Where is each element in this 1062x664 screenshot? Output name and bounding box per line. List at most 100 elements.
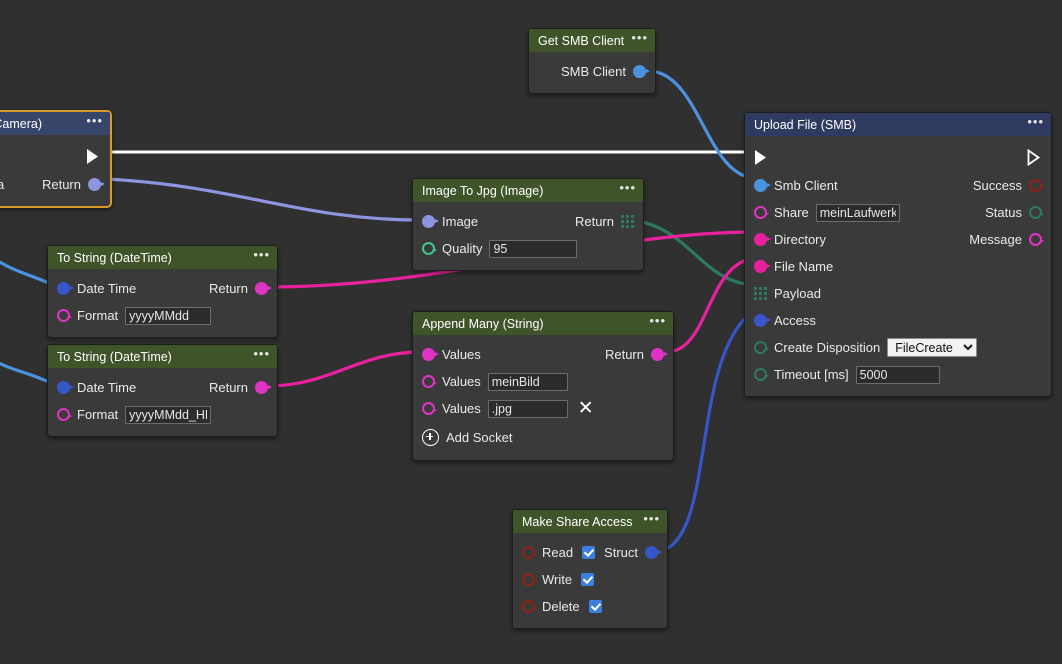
input-socket-quality[interactable] [422, 242, 437, 255]
input-socket-timeout[interactable] [754, 368, 769, 381]
input-label-quality: Quality [442, 241, 483, 256]
input-socket-date-time[interactable] [57, 282, 74, 295]
node-menu-icon[interactable]: ••• [631, 30, 648, 45]
input-socket-create-disposition[interactable] [754, 341, 769, 354]
output-label-return: Return [574, 214, 614, 229]
node-title: Image (Camera) [0, 116, 42, 131]
format-input[interactable] [125, 306, 212, 325]
node-header[interactable]: Upload File (SMB) ••• [745, 113, 1051, 136]
exec-out-icon[interactable] [1027, 148, 1042, 166]
input-socket-payload-array[interactable] [754, 287, 767, 300]
row-smb-client: Smb Client Success [745, 172, 1051, 199]
output-socket-return[interactable] [255, 282, 272, 295]
row-values-0: Values Return [413, 341, 673, 368]
timeout-input[interactable] [855, 365, 940, 384]
create-disposition-select[interactable]: FileCreateFileOpenFileOpenIfFileOverwrit… [887, 338, 978, 357]
row-delete: Delete [513, 593, 667, 620]
node-body: Camera Return [0, 135, 110, 206]
input-socket-directory[interactable] [754, 233, 771, 246]
output-label-return: Return [208, 281, 248, 296]
node-body: Values Return Values Values ✕ Add Socket [413, 335, 673, 460]
output-socket-success[interactable] [1029, 179, 1044, 192]
node-make-share-access[interactable]: Make Share Access ••• Read Struct Write … [512, 509, 668, 629]
node-menu-icon[interactable]: ••• [649, 313, 666, 328]
output-socket-return[interactable] [88, 178, 105, 191]
node-title: Make Share Access [522, 514, 633, 529]
node-menu-icon[interactable]: ••• [643, 511, 660, 526]
input-label-date-time: Date Time [77, 281, 137, 296]
add-socket-button[interactable]: Add Socket [413, 422, 673, 452]
delete-checkbox[interactable] [588, 600, 602, 613]
share-input[interactable] [815, 203, 900, 222]
node-image-camera[interactable]: Image (Camera) ••• Camera Return [0, 110, 112, 208]
remove-socket-icon[interactable]: ✕ [577, 397, 594, 419]
output-socket-message[interactable] [1029, 233, 1044, 246]
node-menu-icon[interactable]: ••• [86, 113, 103, 128]
input-label-read: Read [542, 545, 574, 560]
values-input-1[interactable] [487, 372, 568, 391]
exec-in-icon[interactable] [754, 149, 769, 166]
node-header[interactable]: To String (DateTime) ••• [48, 345, 277, 368]
quality-input[interactable] [489, 239, 578, 258]
node-header[interactable]: Get SMB Client ••• [529, 29, 655, 52]
exec-row [745, 142, 1051, 172]
input-socket-file-name[interactable] [754, 260, 771, 273]
input-label-image: Image [442, 214, 479, 229]
output-socket-return[interactable] [255, 381, 272, 394]
input-label-file-name: File Name [774, 259, 834, 274]
node-menu-icon[interactable]: ••• [1027, 114, 1044, 129]
node-title: Upload File (SMB) [754, 117, 857, 132]
input-socket-smb-client[interactable] [754, 179, 771, 192]
node-menu-icon[interactable]: ••• [253, 247, 270, 262]
node-upload-file-smb[interactable]: Upload File (SMB) ••• Smb Client Success [744, 112, 1052, 397]
node-menu-icon[interactable]: ••• [619, 180, 636, 195]
node-to-string-datetime-1[interactable]: To String (DateTime) ••• Date Time Retur… [47, 245, 278, 338]
output-socket-status[interactable] [1029, 206, 1044, 219]
input-socket-values-2[interactable] [422, 402, 437, 415]
format-input[interactable] [125, 405, 212, 424]
row-timeout: Timeout [ms] [745, 361, 1051, 388]
input-socket-write[interactable] [522, 573, 537, 586]
output-socket-smb-client[interactable] [633, 65, 650, 78]
node-title: Image To Jpg (Image) [422, 183, 544, 198]
input-socket-format[interactable] [57, 309, 72, 322]
input-socket-access[interactable] [754, 314, 771, 327]
node-header[interactable]: Image (Camera) ••• [0, 112, 110, 135]
input-socket-delete[interactable] [522, 600, 537, 613]
read-checkbox[interactable] [582, 546, 596, 559]
input-label-payload: Payload [774, 286, 821, 301]
node-menu-icon[interactable]: ••• [253, 346, 270, 361]
input-socket-share[interactable] [754, 206, 769, 219]
write-checkbox[interactable] [581, 573, 595, 586]
node-get-smb-client[interactable]: Get SMB Client ••• SMB Client [528, 28, 656, 94]
output-socket-return[interactable] [651, 348, 668, 361]
input-label-values-0: Values [442, 347, 481, 362]
input-socket-values-0[interactable] [422, 348, 439, 361]
row-smb-client-out: SMB Client [529, 58, 655, 85]
row-read: Read Struct [513, 539, 667, 566]
output-socket-struct[interactable] [645, 546, 662, 559]
input-socket-values-1[interactable] [422, 375, 437, 388]
node-header[interactable]: Append Many (String) ••• [413, 312, 673, 335]
node-append-many-string[interactable]: Append Many (String) ••• Values Return V… [412, 311, 674, 461]
input-label-camera: Camera [0, 177, 5, 192]
exec-out-icon[interactable] [86, 148, 101, 165]
input-socket-image[interactable] [422, 215, 439, 228]
input-label-smb-client: Smb Client [774, 178, 838, 193]
input-label-format: Format [77, 407, 119, 422]
row-image: Image Return [413, 208, 643, 235]
input-socket-date-time[interactable] [57, 381, 74, 394]
node-header[interactable]: To String (DateTime) ••• [48, 246, 277, 269]
output-socket-return-array[interactable] [621, 215, 634, 228]
row-share: Share Status [745, 199, 1051, 226]
node-image-to-jpg[interactable]: Image To Jpg (Image) ••• Image Return Qu… [412, 178, 644, 271]
node-title: To String (DateTime) [57, 250, 172, 265]
node-to-string-datetime-2[interactable]: To String (DateTime) ••• Date Time Retur… [47, 344, 278, 437]
input-socket-read[interactable] [522, 546, 537, 559]
values-input-2[interactable] [487, 399, 568, 418]
add-socket-label: Add Socket [446, 429, 513, 445]
node-header[interactable]: Image To Jpg (Image) ••• [413, 179, 643, 202]
input-socket-format[interactable] [57, 408, 72, 421]
node-header[interactable]: Make Share Access ••• [513, 510, 667, 533]
